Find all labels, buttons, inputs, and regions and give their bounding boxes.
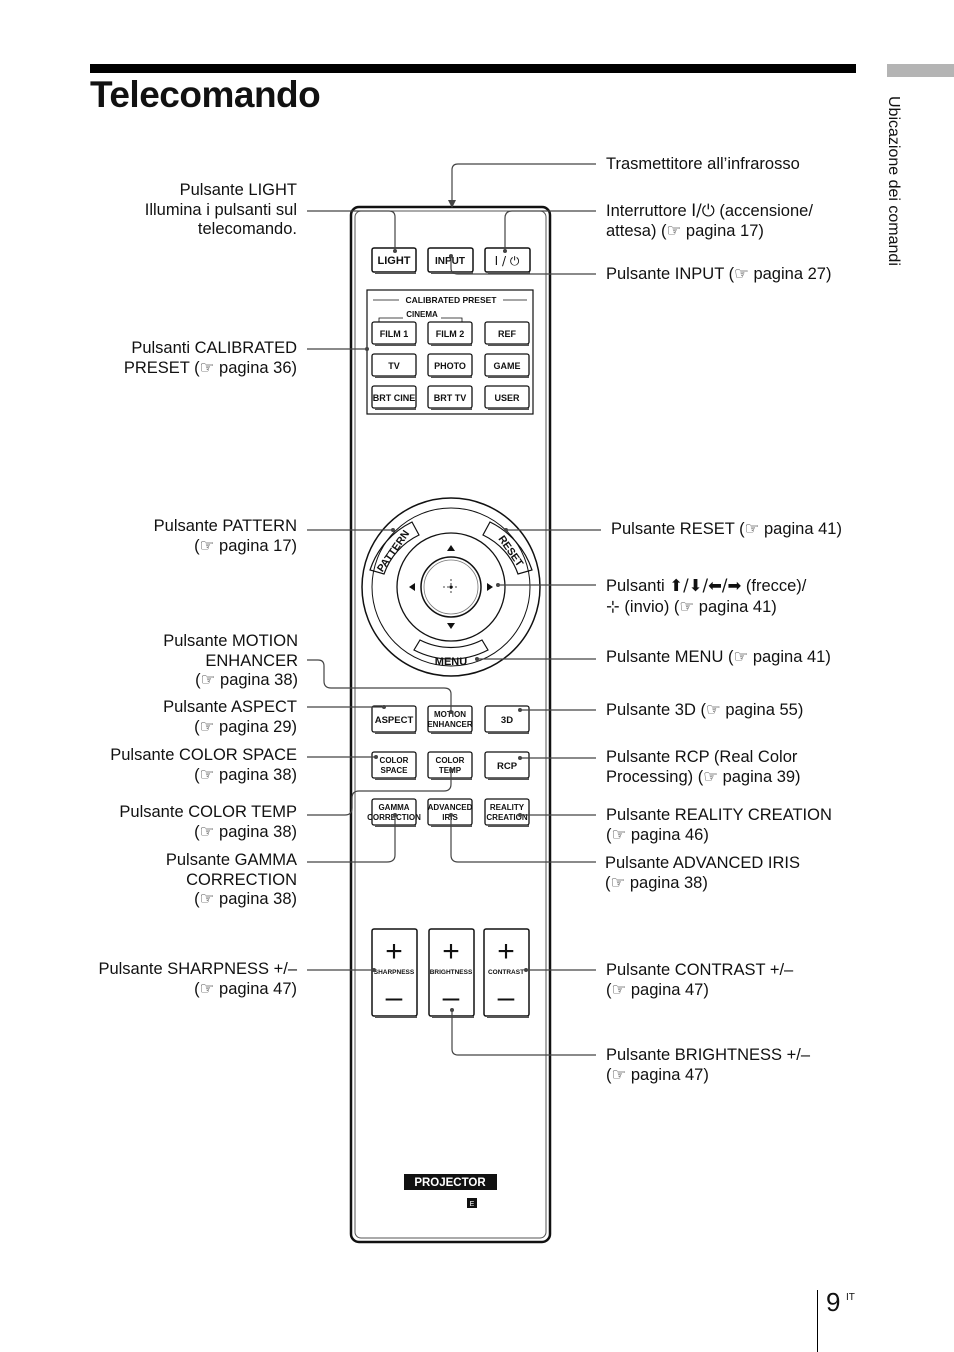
page-number-rule — [817, 1290, 818, 1352]
power-icon: I/⏻ — [691, 201, 715, 220]
section-tab — [887, 64, 954, 77]
reality-creation-button-label-1: REALITY — [490, 803, 525, 812]
callout-reset: Pulsante RESET (☞ pagina 41) — [611, 520, 842, 538]
up-arrow-icon — [447, 545, 455, 551]
brightness-label: BRIGHTNESS — [430, 969, 473, 976]
callout-power: Interruttore I/⏻ (accensione/ attesa) (☞… — [606, 201, 813, 240]
callout-advanced-iris: Pulsante ADVANCED IRIS(☞ pagina 38) — [605, 854, 801, 892]
callout-input: Pulsante INPUT (☞ pagina 27) — [606, 265, 832, 283]
light-button-label[interactable]: LIGHT — [378, 255, 411, 267]
badge-icon — [467, 1198, 477, 1208]
advanced-iris-button-label-2: IRIS — [442, 813, 458, 822]
preset-button-label: USER — [494, 393, 520, 403]
arrow-keys-icon: ⬆/⬇/⬅/➡ — [669, 576, 742, 595]
callout-brightness: Pulsante BRIGHTNESS +/–(☞ pagina 47) — [606, 1046, 811, 1084]
cinema-label: CINEMA — [406, 310, 438, 319]
gamma-correction-button-label-2: CORRECTION — [367, 813, 421, 822]
motion-enhancer-button-label-1: MOTION — [434, 710, 466, 719]
color-space-button-label-2: SPACE — [381, 766, 409, 775]
preset-button-label: TV — [388, 361, 400, 371]
brightness-plus-icon: + — [442, 935, 460, 968]
menu-label: MENU — [435, 656, 467, 668]
reality-creation-button-label-2: CREATION — [486, 813, 527, 822]
callout-sharpness: Pulsante SHARPNESS +/–(☞ pagina 47) — [98, 960, 297, 998]
menu-button[interactable] — [413, 639, 489, 660]
brand-plate — [404, 1174, 497, 1190]
brand-label: PROJECTOR — [414, 1177, 486, 1189]
aspect-button-label: ASPECT — [375, 715, 414, 726]
preset-button-label: BRT TV — [434, 393, 467, 403]
gamma-correction-button-label-1: GAMMA — [378, 803, 409, 812]
sharpness-minus-icon: – — [386, 981, 403, 1014]
preset-header: CALIBRATED PRESET — [406, 295, 498, 305]
preset-button-label: GAME — [494, 361, 521, 371]
sharpness-label: SHARPNESS — [374, 969, 415, 976]
callout-3d: Pulsante 3D (☞ pagina 55) — [606, 701, 804, 719]
contrast-minus-icon: – — [498, 981, 515, 1014]
right-arrow-icon — [487, 583, 493, 591]
color-temp-button-label-1: COLOR — [436, 756, 465, 765]
enter-icon: ⊹ — [606, 596, 620, 616]
rcp-button-label: RCP — [497, 761, 518, 772]
power-button-label[interactable]: I / ⏻ — [495, 254, 520, 268]
preset-buttons[interactable]: FILM 1 FILM 2 REF TV PHOTO GAME BRT CINE BRT TV… — [371, 321, 530, 410]
brightness-minus-icon: – — [443, 981, 460, 1014]
pattern-button[interactable] — [369, 521, 420, 575]
motion-enhancer-button-label-2: ENHANCER — [427, 720, 473, 729]
preset-button-label: FILM 2 — [436, 329, 465, 339]
advanced-iris-button-label-1: ADVANCED — [428, 803, 473, 812]
callout-aspect: Pulsante ASPECT(☞ pagina 29) — [163, 698, 297, 736]
callout-contrast: Pulsante CONTRAST +/–(☞ pagina 47) — [606, 961, 794, 999]
callout-color-space: Pulsante COLOR SPACE(☞ pagina 38) — [110, 746, 297, 784]
badge-label: E — [470, 1201, 475, 1208]
reset-button[interactable] — [482, 521, 533, 575]
page-title: Telecomando — [90, 74, 321, 115]
3d-button-label: 3D — [501, 715, 513, 726]
title-rule — [90, 64, 856, 73]
callout-color-temp: Pulsante COLOR TEMP(☞ pagina 38) — [119, 803, 297, 841]
callout-lines — [307, 163, 601, 1056]
callout-infrared: Trasmettitore all’infrarosso — [606, 155, 800, 173]
contrast-plus-icon: + — [497, 935, 515, 968]
preset-button-label: REF — [498, 329, 517, 339]
page-language: IT — [846, 1292, 855, 1303]
sharpness-plus-icon: + — [385, 935, 403, 968]
remote-body-inner — [354, 210, 547, 1239]
callout-arrows: Pulsanti ⬆/⬇/⬅/➡ (frecce)/ ⊹ (invio) (☞ … — [606, 576, 807, 616]
callout-dots — [365, 249, 528, 1012]
color-space-button-label-1: COLOR — [380, 756, 409, 765]
rocker-buttons[interactable]: +–SHARPNESS+–BRIGHTNESS+–CONTRAST — [371, 928, 530, 1018]
preset-button-label: BRT CINE — [373, 393, 416, 403]
preset-button-label: PHOTO — [434, 361, 466, 371]
callout-pattern: Pulsante PATTERN(☞ pagina 17) — [153, 517, 297, 555]
down-arrow-icon — [447, 623, 455, 629]
callout-reality-creation: Pulsante REALITY CREATION(☞ pagina 46) — [606, 806, 832, 844]
contrast-label: CONTRAST — [488, 969, 524, 976]
callout-menu: Pulsante MENU (☞ pagina 41) — [606, 648, 831, 666]
preset-button-label: FILM 1 — [380, 329, 409, 339]
top-buttons[interactable] — [371, 247, 531, 274]
input-button-label[interactable]: INPUT — [435, 256, 465, 267]
left-arrow-icon — [409, 583, 415, 591]
function-buttons[interactable]: ASPECTMOTIONENHANCER3DCOLORSPACECOLORTEM… — [367, 705, 530, 827]
section-label: Ubicazione dei comandi — [885, 96, 902, 266]
page-number: 9 — [826, 1287, 841, 1317]
